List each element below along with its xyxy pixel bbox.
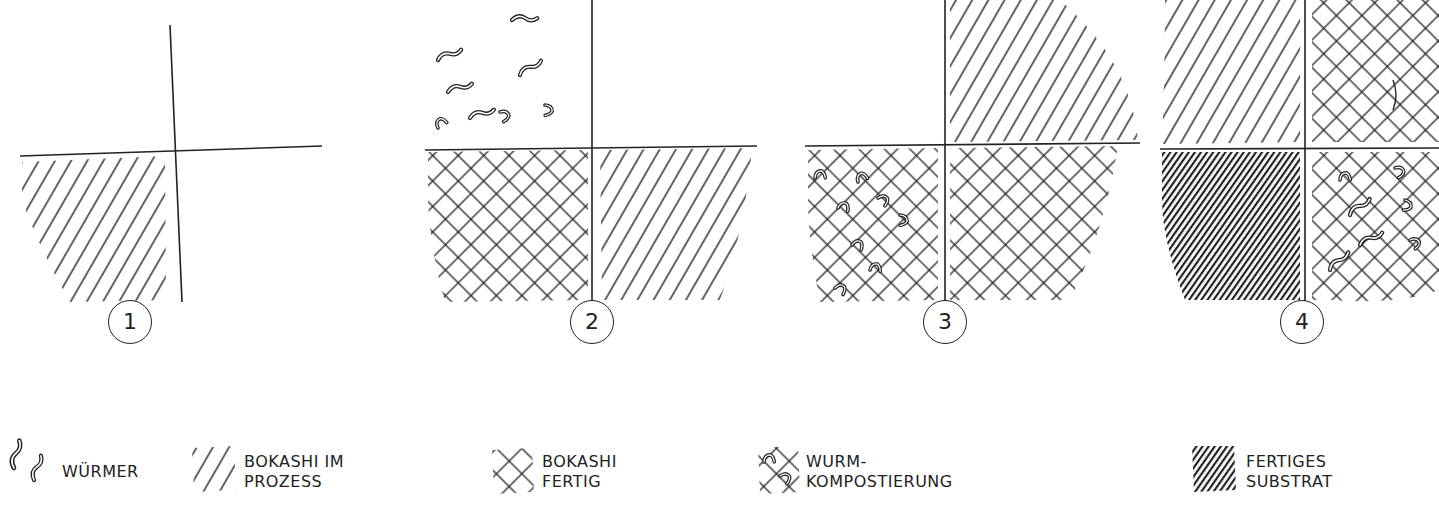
step-number: 1: [123, 311, 137, 333]
step-number: 3: [938, 311, 952, 333]
legend-label: WURM- KOMPOSTIERUNG: [806, 452, 991, 492]
step-number: 4: [1295, 311, 1309, 333]
legend-label: BOKASHI IM PROZESS: [244, 452, 379, 492]
step-number-circle: 1: [108, 300, 152, 344]
legend-label: FERTIGES SUBSTRAT: [1246, 452, 1366, 492]
legend-label: BOKASHI FERTIG: [542, 452, 642, 492]
step-number-circle: 4: [1280, 300, 1324, 344]
step-number-circle: 2: [570, 300, 614, 344]
legend-label: WÜRMER: [62, 462, 202, 482]
step-number-circle: 3: [923, 300, 967, 344]
step-number: 2: [585, 311, 599, 333]
